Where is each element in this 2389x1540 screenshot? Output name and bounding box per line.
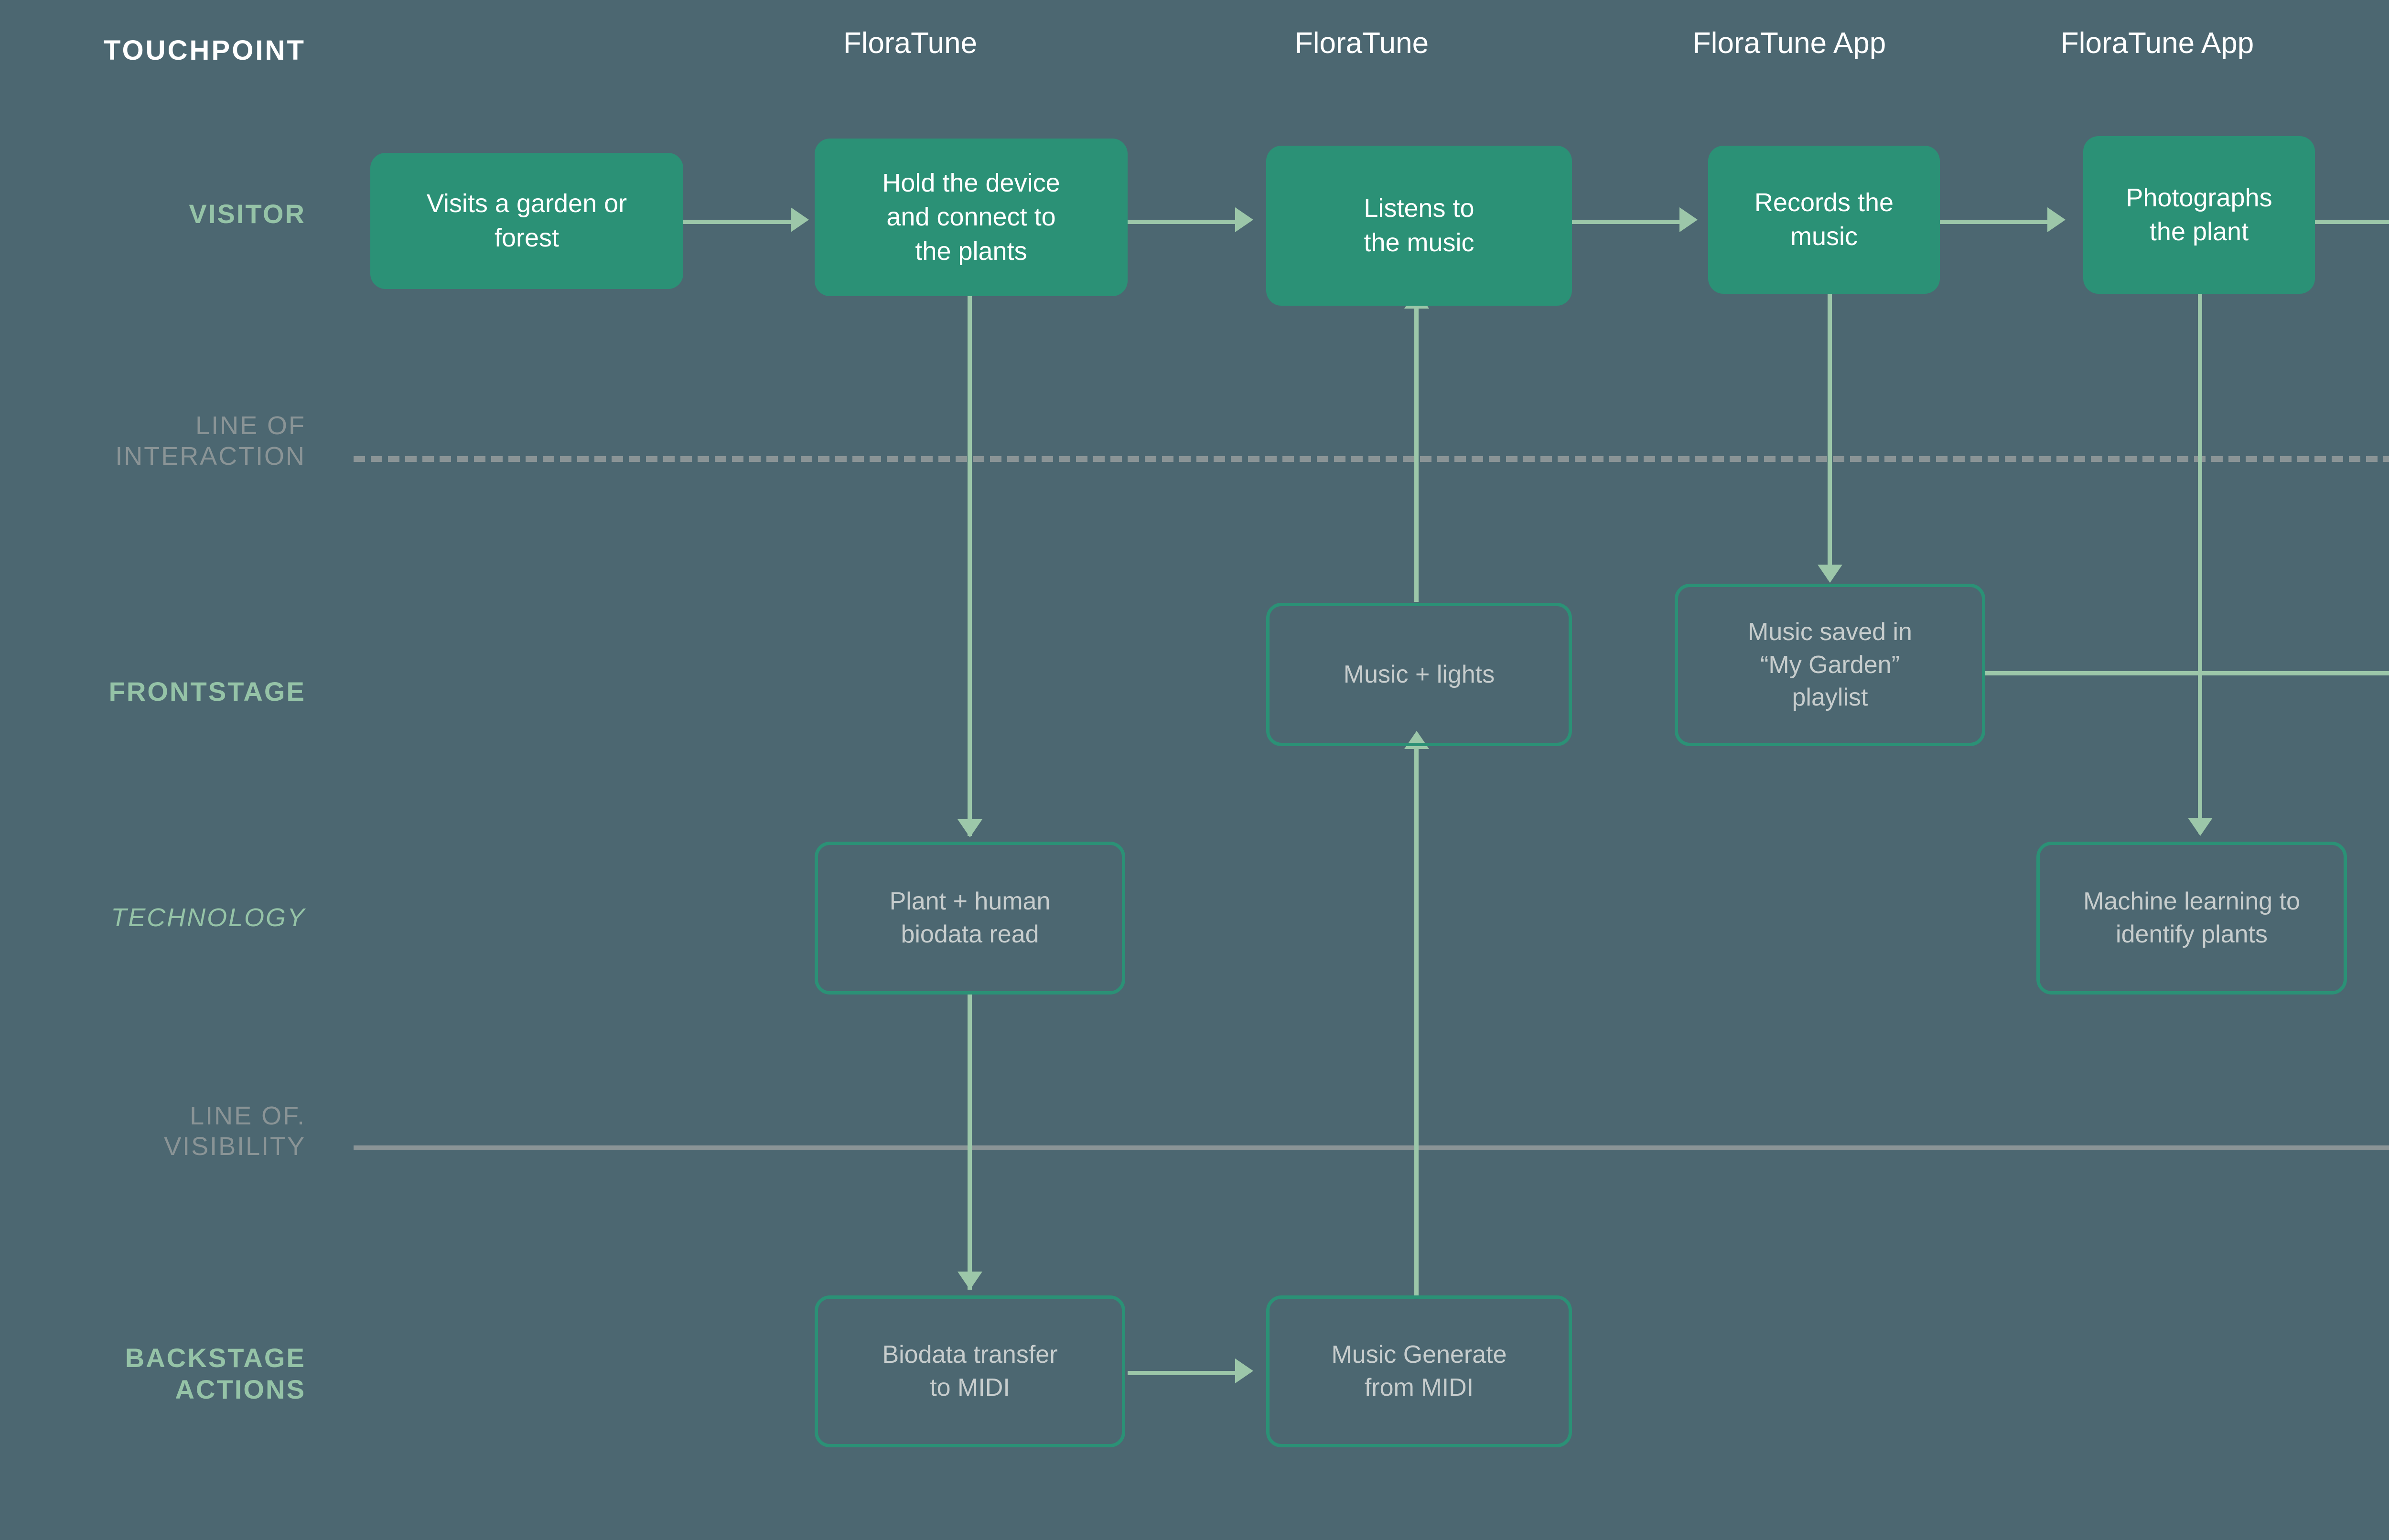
frontstage-step-music-saved-playlist[interactable]: Music saved in “My Garden” playlist [1675, 584, 1985, 746]
row-label-visitor: VISITOR [189, 199, 306, 229]
visitor-step-hold-device[interactable]: Hold the device and connect to the plant… [815, 139, 1128, 296]
connector-visitor-3-4 [1572, 220, 1682, 224]
row-label-line-of-interaction: LINE OF INTERACTION [115, 411, 306, 471]
visitor-step-listens-music[interactable]: Listens to the music [1266, 146, 1572, 306]
technology-step-plant-human-biodata[interactable]: Plant + human biodata read [815, 842, 1125, 995]
column-header-floratune-2: FloraTune [1294, 27, 1429, 60]
arrowhead-transfer-to-generate [1235, 1358, 1253, 1383]
frontstage-step-music-lights[interactable]: Music + lights [1266, 603, 1572, 746]
arrowhead-photographs-to-ml [2188, 818, 2213, 836]
column-header-floratune-app-2: FloraTune App [2060, 27, 2254, 60]
arrowhead-biodata-to-transfer [958, 1272, 982, 1290]
connector-visitor-5-6 [2315, 220, 2389, 224]
connector-visitor-1-2 [683, 220, 793, 224]
arrowhead-visitor-3-4 [1679, 207, 1698, 232]
connector-hold-to-biodata [968, 296, 972, 836]
visitor-step-records-music[interactable]: Records the music [1708, 146, 1940, 294]
arrowhead-visitor-1-2 [791, 207, 809, 232]
connector-photographs-to-ml [2198, 294, 2202, 834]
connector-biodata-to-transfer [968, 994, 972, 1290]
visitor-step-visits-garden[interactable]: Visits a garden or forest [370, 153, 683, 289]
backstage-step-biodata-transfer-midi[interactable]: Biodata transfer to MIDI [815, 1295, 1125, 1447]
backstage-step-music-generate-midi[interactable]: Music Generate from MIDI [1266, 1295, 1572, 1447]
line-of-visibility-divider [354, 1145, 2389, 1150]
connector-transfer-to-generate [1128, 1371, 1238, 1375]
visitor-step-photographs-plant[interactable]: Photographs the plant [2083, 136, 2315, 294]
connector-visitor-4-5 [1940, 220, 2050, 224]
row-label-technology: TECHNOLOGY [111, 903, 306, 932]
arrowhead-visitor-4-5 [2047, 207, 2066, 232]
technology-step-machine-learning[interactable]: Machine learning to identify plants [2036, 842, 2347, 995]
column-header-floratune-app-1: FloraTune App [1692, 27, 1886, 60]
arrowhead-visitor-2-3 [1235, 207, 1253, 232]
connector-visitor-2-3 [1128, 220, 1238, 224]
row-label-line-of-visibility: LINE OF. VISIBILITY [164, 1102, 306, 1161]
arrowhead-hold-to-biodata [958, 819, 982, 837]
row-label-touchpoint: TOUCHPOINT [104, 35, 306, 66]
connector-playlist-to-plant-saved [1985, 671, 2389, 675]
row-label-backstage-actions: BACKSTAGE ACTIONS [125, 1343, 306, 1405]
column-header-floratune-1: FloraTune [843, 27, 978, 60]
connector-music-lights-to-listens [1414, 306, 1419, 602]
row-label-frontstage: FRONTSTAGE [108, 676, 306, 706]
arrowhead-records-to-playlist [1818, 565, 1842, 583]
line-of-interaction-divider [354, 456, 2389, 462]
connector-midi-to-music-lights [1414, 745, 1419, 1299]
connector-records-to-playlist [1828, 294, 1832, 580]
